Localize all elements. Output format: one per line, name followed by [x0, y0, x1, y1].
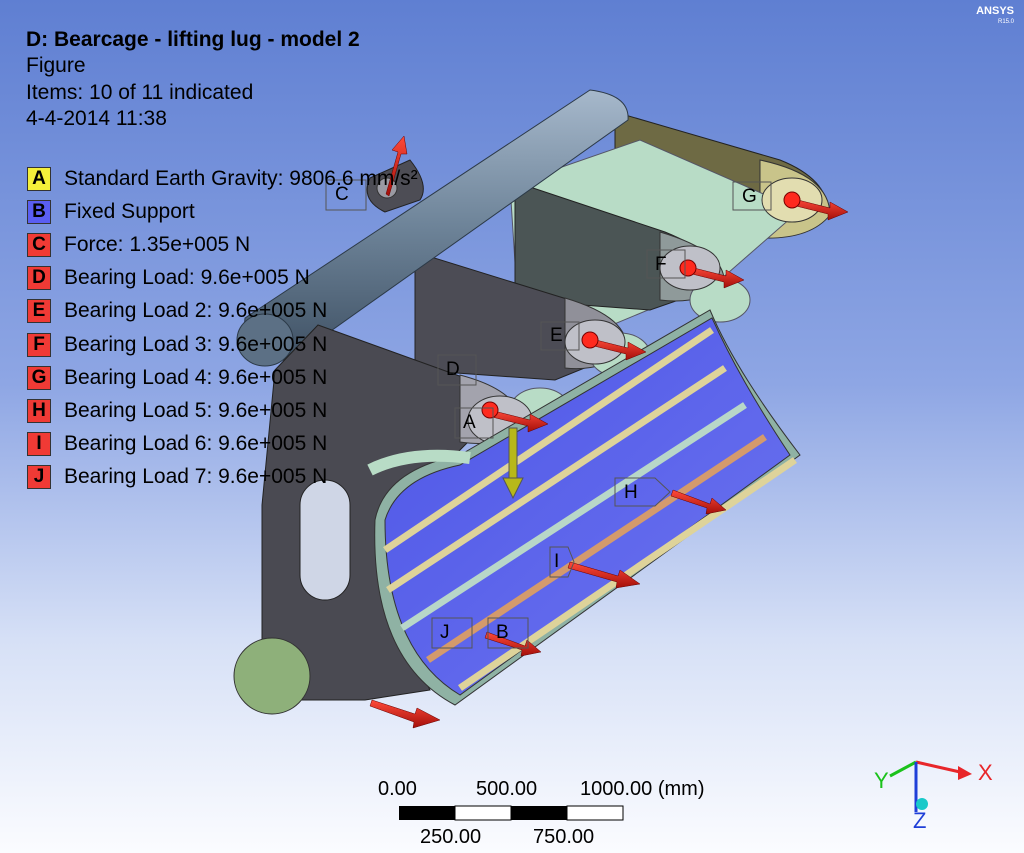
legend-key: H	[27, 398, 51, 423]
legend-label: Bearing Load 4: 9.6e+005 N	[64, 365, 328, 389]
tube-end	[236, 313, 294, 367]
tag-c[interactable]: C	[335, 184, 349, 205]
scale-label-0: 0.00	[378, 778, 417, 800]
legend-item[interactable]: A Standard Earth Gravity: 9806.6 mm/s²	[27, 162, 418, 195]
tag-f[interactable]: F	[655, 254, 667, 275]
legend-item[interactable]: F Bearing Load 3: 9.6e+005 N	[27, 328, 418, 361]
gravity-arrow	[502, 427, 524, 500]
brand-version: R15.0	[997, 19, 1014, 25]
triad-y-label: Y	[874, 768, 889, 793]
legend-key: C	[27, 232, 51, 257]
axis-triad	[889, 760, 972, 812]
scale-bar-graphic	[399, 805, 624, 821]
scale-label-1000: 1000.00 (mm)	[580, 778, 705, 800]
scale-label-500: 500.00	[476, 778, 538, 800]
ansys-logo: ANSYS R15.0	[976, 6, 1014, 28]
legend-label: Bearing Load 6: 9.6e+005 N	[64, 432, 328, 456]
brand-name: ANSYS	[976, 5, 1014, 17]
legend-label: Bearing Load: 9.6e+005 N	[64, 266, 310, 290]
plate-slot	[299, 479, 351, 601]
legend-label: Bearing Load 3: 9.6e+005 N	[64, 332, 328, 356]
legend-key: B	[27, 199, 51, 224]
triad-z-label: Z	[913, 808, 927, 833]
legend-item[interactable]: E Bearing Load 2: 9.6e+005 N	[27, 295, 418, 328]
analysis-title: D: Bearcage - lifting lug - model 2	[26, 28, 360, 51]
legend-label: Bearing Load 7: 9.6e+005 N	[64, 465, 328, 489]
scale-label-750: 750.00	[533, 826, 595, 848]
legend-key: J	[27, 465, 51, 490]
legend-item[interactable]: D Bearing Load: 9.6e+005 N	[27, 262, 418, 295]
legend-item[interactable]: B Fixed Support	[27, 195, 418, 228]
tag-g[interactable]: G	[742, 186, 757, 207]
legend-key: A	[27, 166, 51, 191]
triad-x-label: X	[978, 760, 993, 785]
legend-key: F	[27, 332, 51, 357]
tag-e[interactable]: E	[550, 325, 563, 346]
shell-ribs	[383, 327, 797, 691]
tag-d[interactable]: D	[446, 359, 460, 380]
legend-item[interactable]: G Bearing Load 4: 9.6e+005 N	[27, 361, 418, 394]
tag-b[interactable]: B	[496, 622, 509, 643]
legend-label: Fixed Support	[64, 199, 195, 223]
legend-label: Bearing Load 5: 9.6e+005 N	[64, 398, 328, 422]
legend-item[interactable]: I Bearing Load 6: 9.6e+005 N	[27, 428, 418, 461]
legend-key: D	[27, 266, 51, 291]
figure-label: Figure	[26, 54, 86, 77]
scale-label-250: 250.00	[420, 826, 482, 848]
items-count: Items: 10 of 11 indicated	[26, 81, 254, 104]
end-cap	[233, 637, 311, 715]
legend-item[interactable]: J Bearing Load 7: 9.6e+005 N	[27, 461, 418, 494]
tag-j[interactable]: J	[440, 622, 450, 643]
legend-label: Standard Earth Gravity: 9806.6 mm/s²	[64, 166, 418, 190]
legend-label: Force: 1.35e+005 N	[64, 232, 251, 256]
tag-h[interactable]: H	[624, 482, 638, 503]
legend-key: I	[27, 432, 51, 457]
legend-key: E	[27, 299, 51, 324]
legend-item[interactable]: H Bearing Load 5: 9.6e+005 N	[27, 394, 418, 427]
tag-a[interactable]: A	[463, 412, 476, 433]
tag-i[interactable]: I	[554, 551, 560, 572]
legend-item[interactable]: C Force: 1.35e+005 N	[27, 228, 418, 261]
legend-label: Bearing Load 2: 9.6e+005 N	[64, 299, 328, 323]
timestamp: 4-4-2014 11:38	[26, 107, 167, 130]
legend-key: G	[27, 365, 51, 390]
